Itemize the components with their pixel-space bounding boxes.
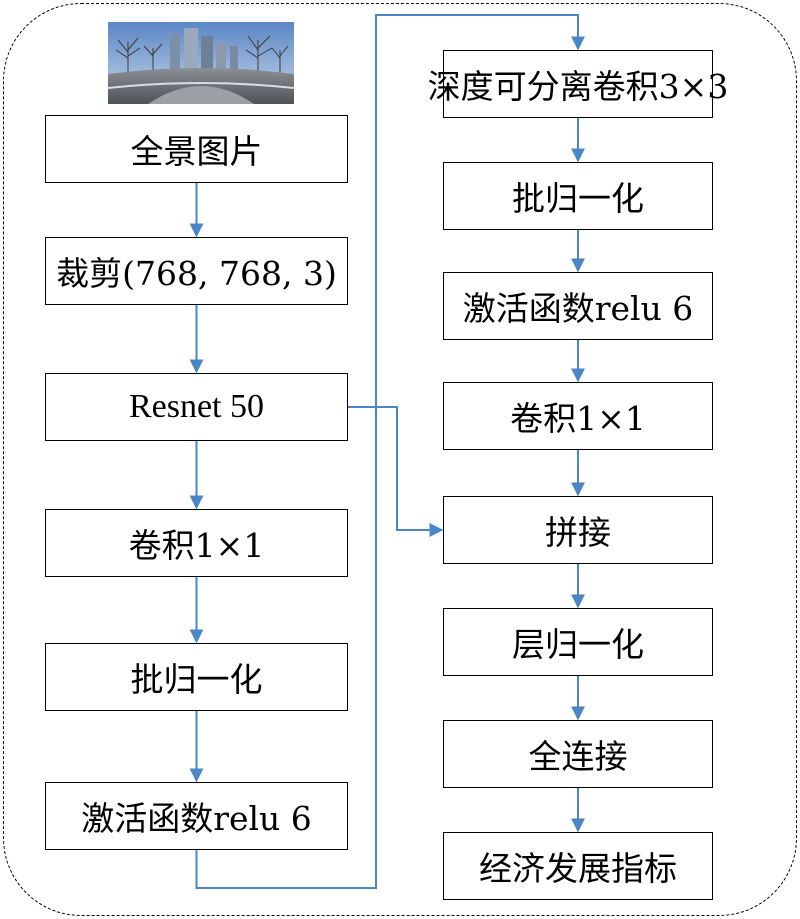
dashed-container: [3, 3, 797, 916]
relu6-b-node: 激活函数relu 6: [443, 272, 713, 340]
fc-node: 全连接: [443, 720, 713, 788]
panorama-node: 全景图片: [45, 115, 348, 183]
conv1x1-a-node: 卷积1×1: [45, 509, 348, 577]
arrow-resnet-to-concat: [348, 406, 444, 537]
dwconv-node: 深度可分离卷积3×3: [428, 50, 728, 118]
concat-node: 拼接: [443, 496, 713, 564]
panorama-image: [108, 22, 294, 104]
resnet-node: Resnet 50: [45, 373, 348, 441]
arrow-relu-to-dwconv: [195, 14, 585, 889]
conv1x1-b-node: 卷积1×1: [443, 382, 713, 450]
bn-a-node: 批归一化: [45, 643, 348, 711]
layernorm-node: 层归一化: [443, 608, 713, 676]
bn-b-node: 批归一化: [443, 162, 713, 230]
relu6-a-node: 激活函数relu 6: [45, 782, 348, 850]
crop-node: 裁剪(768, 768, 3): [45, 237, 348, 305]
output-node: 经济发展指标: [443, 832, 713, 900]
